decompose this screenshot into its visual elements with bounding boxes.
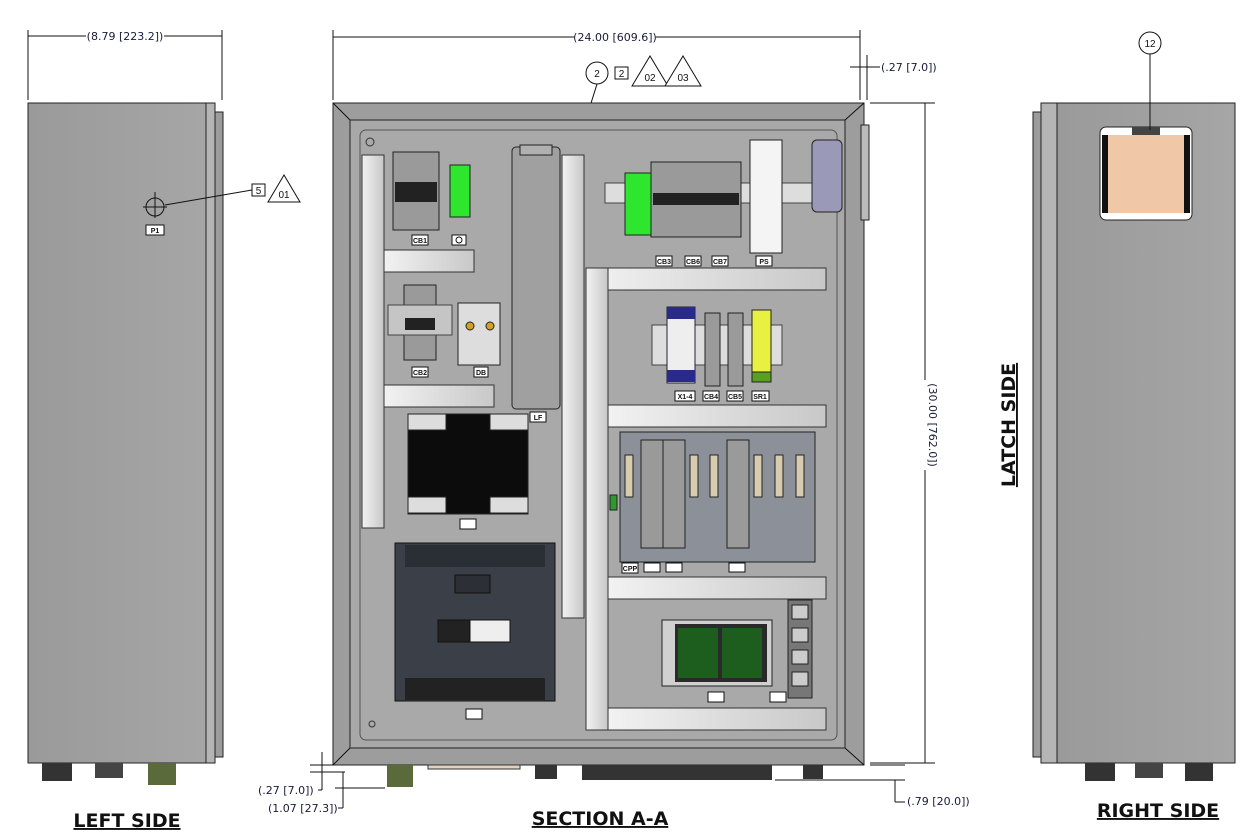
balloon-triangle: 03 <box>677 73 689 84</box>
revision-triangle-icon <box>631 55 669 87</box>
label-ps: PS <box>759 259 769 266</box>
door-edge <box>1040 102 1058 764</box>
label-cb5: CB5 <box>728 394 742 401</box>
balloon-circle: 2 <box>594 69 600 80</box>
bottom-dimension-1: (.27 [7.0]) <box>258 784 314 797</box>
line-filter-lf: LF <box>511 144 561 423</box>
plc-rack: CPP <box>609 431 816 574</box>
label-cb1: CB1 <box>413 238 427 245</box>
left-side-view: (8.79 [223.2]) P1 5 01 LEFT SIDE <box>27 29 301 832</box>
label-db: DB <box>476 370 486 377</box>
revision-triangle-icon <box>664 55 702 87</box>
section-width-dimension: (24.00 [609.6]) <box>573 31 657 44</box>
label-lf: LF <box>534 415 543 422</box>
balloon-triangle: 01 <box>278 190 290 201</box>
ethernet-switch <box>787 599 813 699</box>
left-side-title: LEFT SIDE <box>73 810 180 832</box>
balloon-circle: 12 <box>1144 39 1156 50</box>
hole-marker-p1: P1 <box>143 192 167 236</box>
label-cb6: CB6 <box>686 259 700 266</box>
vent-fan <box>1099 126 1193 221</box>
transformer <box>407 413 529 530</box>
bottom-connectors <box>387 764 823 787</box>
drive-unit <box>394 542 556 720</box>
power-supply-ps: PS <box>749 139 843 267</box>
part-label-p1: P1 <box>151 228 160 235</box>
label-sr1: SR1 <box>753 394 767 401</box>
section-title: SECTION A-A <box>532 808 669 830</box>
latch <box>860 124 870 221</box>
label-cb4: CB4 <box>704 394 718 401</box>
label-cb2: CB2 <box>413 370 427 377</box>
io-terminal-board <box>661 619 787 703</box>
left-width-dimension: (8.79 [223.2]) <box>87 30 164 43</box>
latch-side-title: LATCH SIDE <box>998 363 1020 487</box>
bottom-dimension-2: (1.07 [27.3]) <box>268 802 338 815</box>
hinge <box>214 111 224 758</box>
leader-line <box>164 189 253 206</box>
balloon-triangle: 02 <box>644 73 656 84</box>
wire-ducts <box>361 154 827 731</box>
bottom-connectors <box>1085 763 1213 781</box>
label-cb3: CB3 <box>657 259 671 266</box>
disconnect-switch <box>811 139 843 213</box>
bottom-connectors <box>42 763 176 785</box>
label-x1-4: X1-4 <box>678 394 693 401</box>
left-side-panel <box>27 102 207 764</box>
terminal-block <box>449 164 471 218</box>
relays-x1-4-cb4-cb5-sr1: X1-4 CB4 CB5 SR1 <box>651 306 783 402</box>
revision-triangle-icon <box>267 174 301 203</box>
distribution-block-db: DB <box>457 302 501 378</box>
bottom-dimension-3: (.79 [20.0]) <box>907 795 970 808</box>
section-a-a-view: (24.00 [609.6]) (.27 [7.0]) (30.00 [762.… <box>258 30 970 830</box>
ground-icon <box>455 236 463 244</box>
breaker-cb2: CB2 <box>387 284 453 378</box>
hinge <box>1032 111 1042 758</box>
label-cb7: CB7 <box>713 259 727 266</box>
right-side-view: 12 RIGHT SIDE <box>1032 31 1236 822</box>
label-cpp: CPP <box>623 566 638 573</box>
door-edge <box>205 102 216 764</box>
balloon-square: 2 <box>619 69 625 80</box>
balloon-square: 5 <box>256 186 262 197</box>
right-side-title: RIGHT SIDE <box>1097 800 1219 822</box>
breaker-cb1: CB1 <box>392 151 471 246</box>
section-height-dimension: (30.00 [762.0]) <box>926 383 939 467</box>
door-offset-dimension: (.27 [7.0]) <box>881 61 937 74</box>
